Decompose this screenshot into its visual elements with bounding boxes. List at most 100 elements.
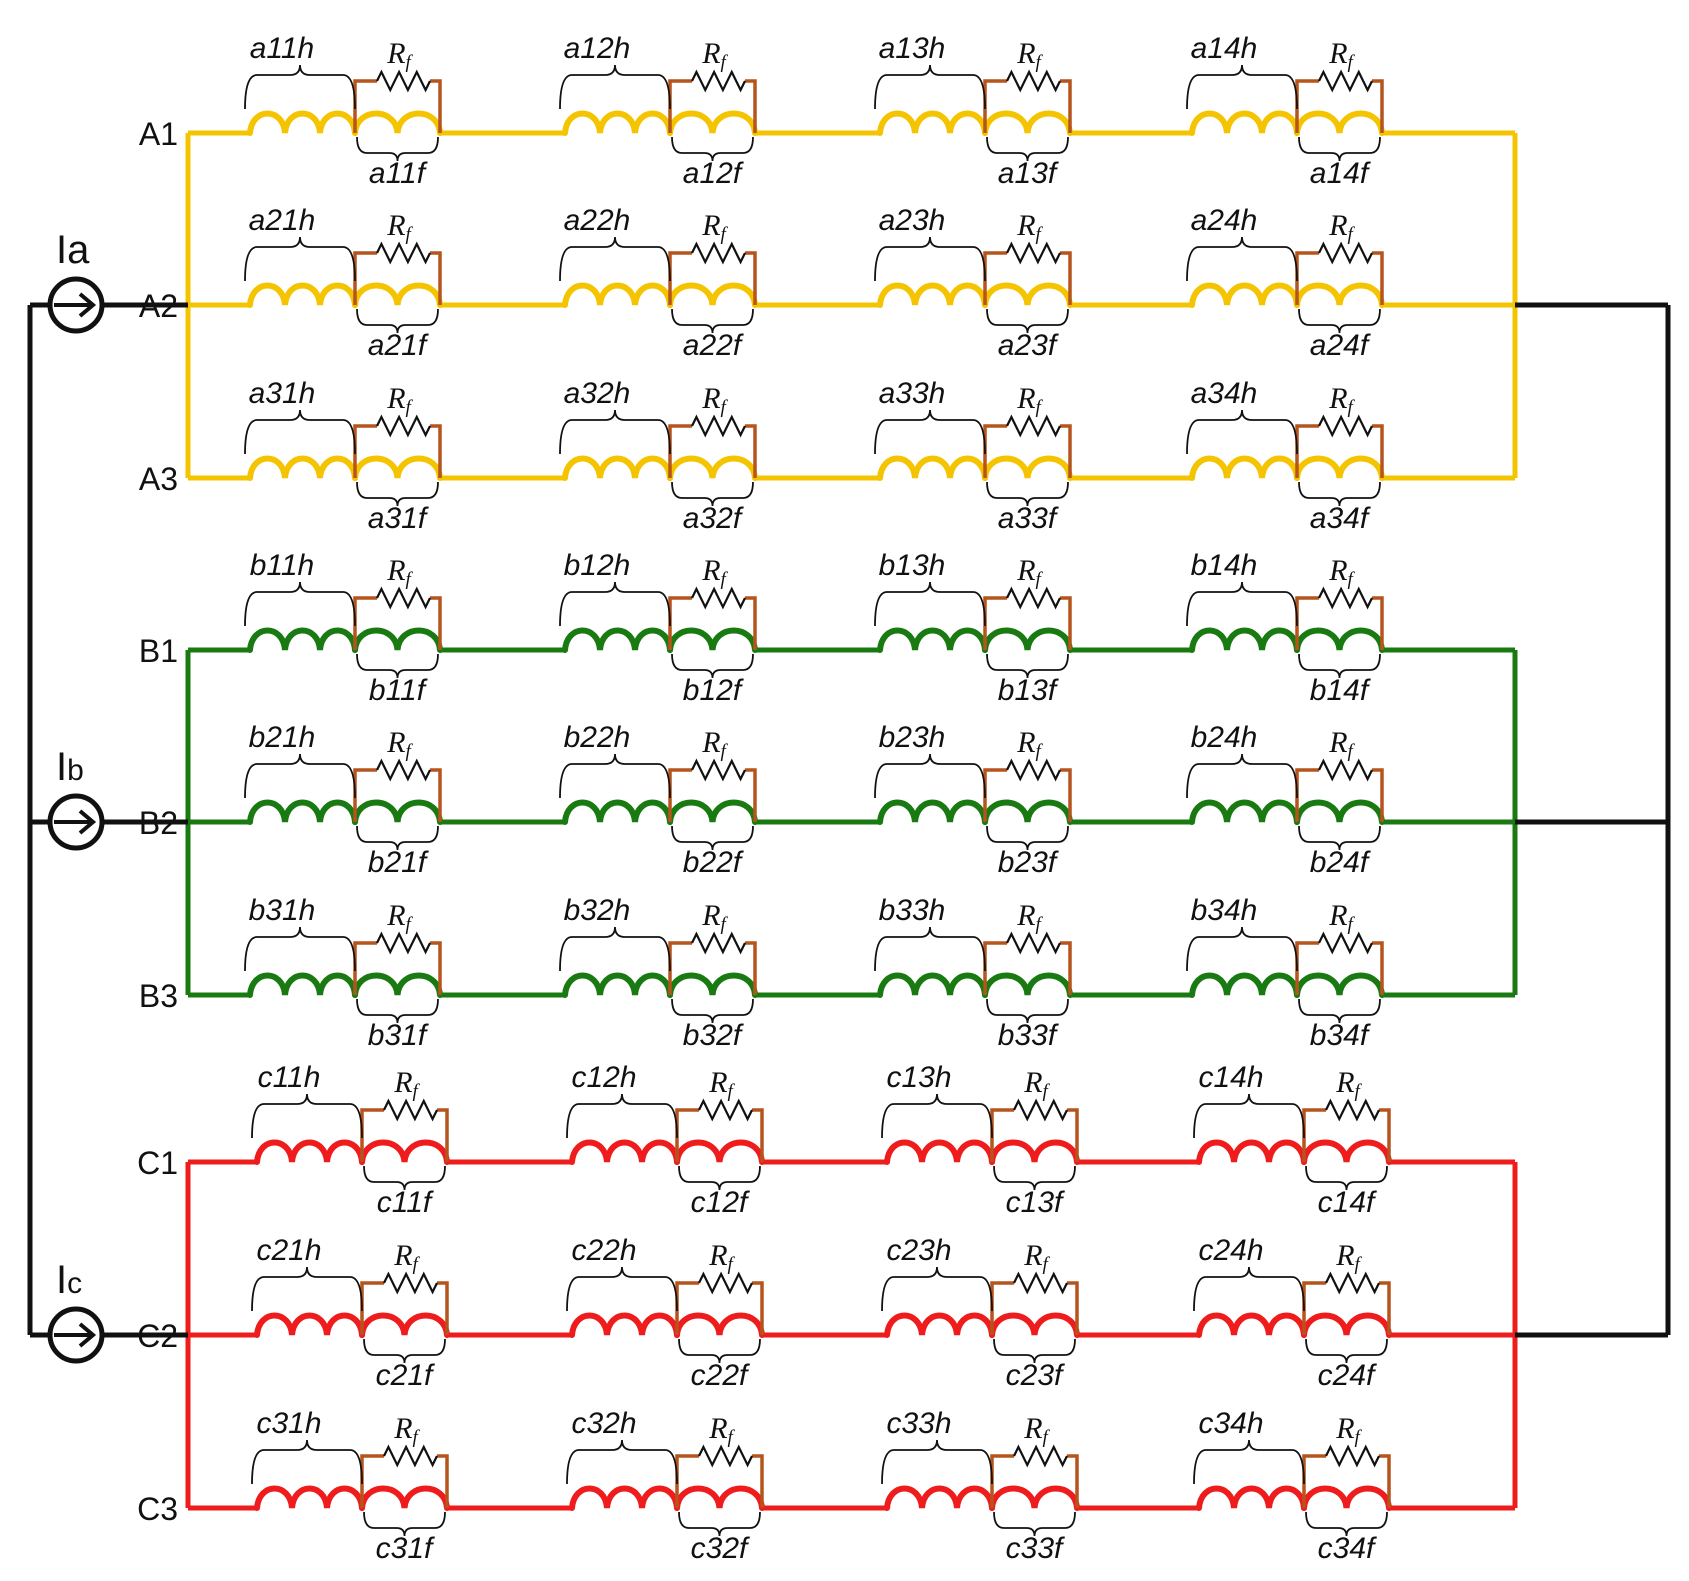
resistor-label-main: R bbox=[1328, 899, 1347, 932]
healthy-coil-label: b33h bbox=[879, 894, 946, 927]
faulted-coil-label: b34f bbox=[1310, 1019, 1371, 1052]
source-arrow-head bbox=[78, 809, 97, 835]
healthy-coil bbox=[254, 1485, 365, 1511]
healthy-coil bbox=[247, 799, 358, 825]
fault-brace bbox=[356, 308, 439, 334]
wire-layer bbox=[27, 130, 1671, 1511]
winding-element bbox=[559, 236, 758, 334]
fault-brace bbox=[1298, 653, 1381, 679]
healthy-brace bbox=[874, 753, 986, 799]
healthy-brace bbox=[881, 1439, 993, 1485]
resistor-label-sub: f bbox=[728, 1081, 736, 1102]
faulted-coil bbox=[1294, 799, 1385, 825]
winding-element bbox=[1186, 236, 1385, 334]
healthy-brace bbox=[1193, 1266, 1305, 1312]
winding-element bbox=[1193, 1439, 1392, 1537]
faulted-coil bbox=[674, 1312, 765, 1338]
healthy-brace bbox=[251, 1266, 363, 1312]
fault-resistor-label: Rf bbox=[708, 1412, 735, 1448]
fault-resistor-zigzag bbox=[1318, 931, 1373, 955]
row-label: B1 bbox=[139, 633, 178, 669]
healthy-coil-label: a13h bbox=[879, 32, 946, 65]
fault-brace bbox=[986, 825, 1069, 851]
faulted-coil bbox=[667, 972, 758, 998]
faulted-coil bbox=[989, 1485, 1080, 1511]
resistor-lead-right bbox=[752, 1281, 764, 1335]
faulted-coil-label: c11f bbox=[377, 1186, 434, 1219]
healthy-coil bbox=[1196, 1485, 1307, 1511]
fault-resistor-zigzag bbox=[691, 586, 746, 610]
faulted-coil bbox=[667, 455, 758, 481]
fault-resistor-label: Rf bbox=[1328, 554, 1355, 590]
fault-resistor-label: Rf bbox=[393, 1066, 420, 1102]
resistor-lead-right bbox=[745, 941, 757, 995]
healthy-coil bbox=[254, 1139, 365, 1165]
healthy-brace bbox=[1193, 1439, 1305, 1485]
healthy-coil-label: b13h bbox=[879, 549, 946, 582]
resistor-lead-left bbox=[360, 1108, 384, 1162]
resistor-label-sub: f bbox=[721, 397, 729, 418]
resistor-label-main: R bbox=[386, 37, 405, 70]
fault-resistor-zigzag bbox=[376, 241, 431, 265]
healthy-coil-label: a24h bbox=[1191, 204, 1258, 237]
faulted-coil bbox=[1294, 972, 1385, 998]
resistor-lead-left bbox=[983, 251, 1007, 305]
resistor-label-sub: f bbox=[1036, 224, 1044, 245]
resistor-lead-right bbox=[430, 596, 442, 650]
fault-brace bbox=[1298, 136, 1381, 162]
source-arrow-head bbox=[78, 1322, 97, 1348]
faulted-coil bbox=[352, 972, 443, 998]
fault-resistor-zigzag bbox=[376, 758, 431, 782]
winding-element bbox=[1193, 1266, 1392, 1364]
resistor-lead-right bbox=[745, 768, 757, 822]
fault-brace bbox=[356, 481, 439, 507]
faulted-coil bbox=[982, 627, 1073, 653]
resistor-label-main: R bbox=[708, 1412, 727, 1445]
resistor-lead-left bbox=[668, 79, 692, 133]
resistor-lead-right bbox=[1379, 1108, 1391, 1162]
winding-element bbox=[244, 926, 443, 1024]
fault-brace bbox=[671, 653, 754, 679]
faulted-coil bbox=[1294, 455, 1385, 481]
winding-element bbox=[559, 581, 758, 679]
resistor-label-main: R bbox=[1016, 554, 1035, 587]
resistor-lead-right bbox=[1060, 596, 1072, 650]
faulted-coil-label: c23f bbox=[1006, 1359, 1065, 1392]
resistor-lead-left bbox=[983, 79, 1007, 133]
fault-resistor-label: Rf bbox=[1023, 1066, 1050, 1102]
fault-resistor-zigzag bbox=[383, 1271, 438, 1295]
resistor-label-main: R bbox=[1328, 37, 1347, 70]
resistor-lead-right bbox=[1060, 768, 1072, 822]
resistor-label-main: R bbox=[1016, 37, 1035, 70]
faulted-coil bbox=[1294, 627, 1385, 653]
faulted-coil-label: b31f bbox=[368, 1019, 429, 1052]
faulted-coil bbox=[982, 110, 1073, 136]
healthy-brace bbox=[559, 581, 671, 627]
current-source-icon bbox=[47, 793, 105, 851]
faulted-coil bbox=[989, 1312, 1080, 1338]
healthy-brace bbox=[244, 926, 356, 972]
healthy-brace bbox=[874, 409, 986, 455]
winding-element bbox=[251, 1266, 450, 1364]
resistor-label-main: R bbox=[1328, 209, 1347, 242]
healthy-brace bbox=[244, 236, 356, 282]
healthy-coil-label: c23h bbox=[886, 1234, 951, 1267]
source-label-main: I bbox=[56, 745, 67, 789]
faulted-coil-label: a34f bbox=[1310, 502, 1371, 535]
resistor-label-main: R bbox=[1328, 726, 1347, 759]
resistor-label-main: R bbox=[386, 209, 405, 242]
fault-resistor-label: Rf bbox=[1328, 209, 1355, 245]
winding-element bbox=[874, 926, 1073, 1024]
faulted-coil-label: a33f bbox=[998, 502, 1059, 535]
resistor-label-sub: f bbox=[1348, 741, 1356, 762]
resistor-lead-right bbox=[1060, 424, 1072, 478]
faulted-coil bbox=[1301, 1312, 1392, 1338]
fault-brace bbox=[1305, 1338, 1388, 1364]
fault-brace bbox=[1305, 1511, 1388, 1537]
resistor-label-main: R bbox=[386, 382, 405, 415]
source-label-main: I bbox=[56, 228, 67, 272]
current-source-icon bbox=[47, 276, 105, 334]
resistor-lead-right bbox=[1372, 941, 1384, 995]
fault-resistor-label: Rf bbox=[1335, 1239, 1362, 1275]
fault-resistor-zigzag bbox=[1006, 414, 1061, 438]
